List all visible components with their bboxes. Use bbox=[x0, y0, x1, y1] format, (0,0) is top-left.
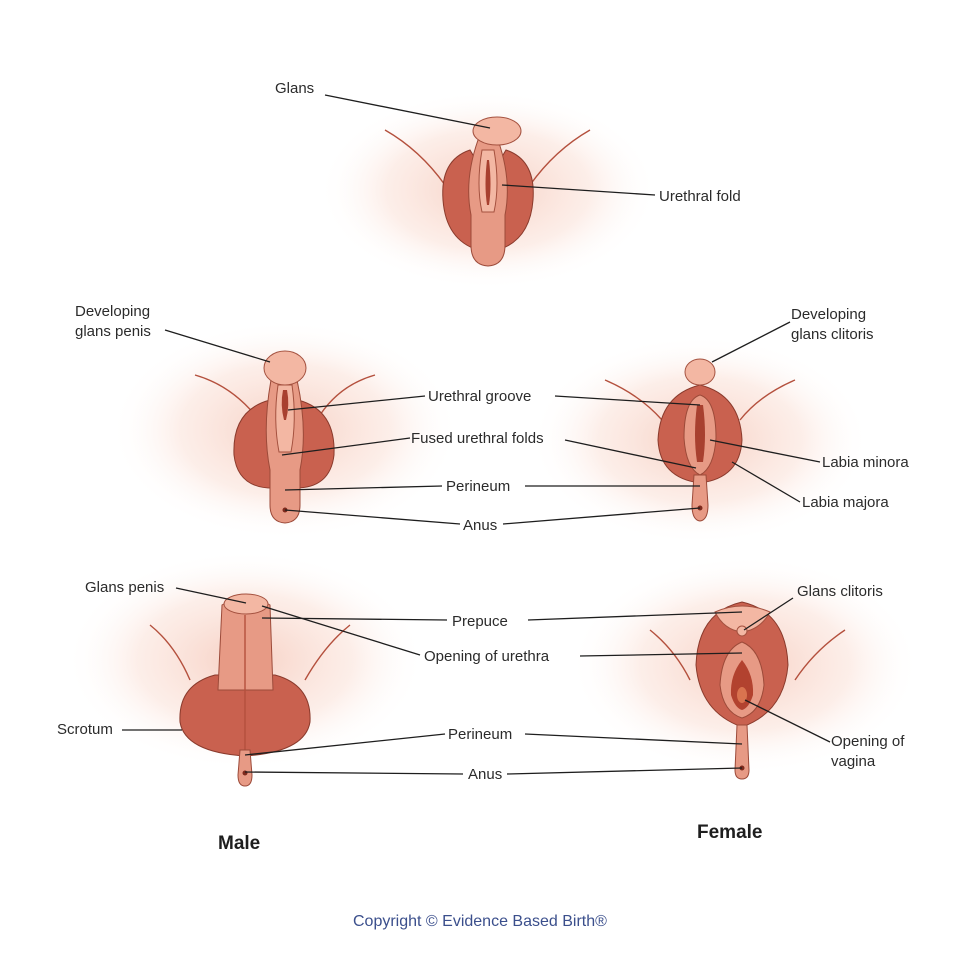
thigh-crease-left bbox=[384, 129, 446, 186]
label-developing-glans-penis-2: glans penis bbox=[75, 323, 151, 340]
thigh-crease-left bbox=[604, 379, 663, 421]
leader-glans-penis bbox=[175, 587, 247, 604]
thigh-crease-left bbox=[149, 624, 191, 681]
copyright-text: Copyright © Evidence Based Birth® bbox=[353, 913, 607, 930]
leader-lines bbox=[122, 94, 831, 775]
leader-urethral-groove-right bbox=[554, 395, 701, 406]
label-opening-of-vagina-1: Opening of bbox=[831, 733, 905, 750]
thigh-crease-right bbox=[794, 629, 846, 681]
glans-shape bbox=[472, 116, 522, 146]
leader-glans bbox=[324, 94, 491, 129]
thigh-crease-left bbox=[649, 629, 691, 681]
leader-perineum-mid-left bbox=[284, 485, 443, 491]
label-glans: Glans bbox=[275, 80, 314, 97]
thigh-crease-right bbox=[319, 374, 376, 416]
glans-clitoris-shape bbox=[736, 625, 748, 637]
label-labia-minora: Labia minora bbox=[822, 454, 909, 471]
leader-prepuce-right bbox=[527, 611, 743, 621]
label-labia-majora: Labia majora bbox=[802, 494, 889, 511]
label-glans-penis: Glans penis bbox=[85, 579, 164, 596]
leader-anus-bottom-left bbox=[244, 771, 464, 775]
leader-perineum-bottom-left bbox=[244, 733, 446, 756]
leader-labia-minora bbox=[709, 439, 821, 463]
labels: Glans Urethral fold Developing glans pen… bbox=[57, 80, 909, 783]
indifferent-stage-illustration bbox=[318, 90, 658, 290]
anus-dot bbox=[242, 770, 248, 776]
leader-developing-glans-penis bbox=[164, 329, 271, 363]
label-anus-mid: Anus bbox=[463, 517, 497, 534]
developing-glans-penis-shape bbox=[263, 350, 307, 386]
label-fused-urethral-folds: Fused urethral folds bbox=[411, 430, 544, 447]
thigh-crease-right bbox=[529, 129, 591, 186]
urethral-slit bbox=[281, 390, 289, 420]
leader-fused-folds-left bbox=[281, 437, 411, 456]
developing-male-illustration bbox=[110, 320, 460, 540]
label-opening-of-urethra: Opening of urethra bbox=[424, 648, 550, 665]
leader-fused-folds-right bbox=[564, 439, 697, 469]
male-illustration bbox=[65, 550, 425, 787]
label-prepuce: Prepuce bbox=[452, 613, 508, 630]
leader-urethral-groove-left bbox=[287, 395, 426, 411]
perineum-stalk bbox=[237, 749, 253, 787]
label-urethral-fold: Urethral fold bbox=[659, 188, 741, 205]
leader-anus-mid-right bbox=[502, 507, 701, 525]
label-perineum-mid: Perineum bbox=[446, 478, 510, 495]
thigh-crease-right bbox=[304, 624, 351, 681]
label-developing-glans-clitoris-2: glans clitoris bbox=[791, 326, 874, 343]
caption-male: Male bbox=[218, 833, 260, 854]
perineum-stalk bbox=[734, 724, 750, 780]
caption-female: Female bbox=[697, 822, 762, 843]
perineum-stalk bbox=[691, 474, 709, 522]
developing-glans-clitoris-shape bbox=[684, 358, 716, 386]
label-developing-glans-clitoris-1: Developing bbox=[791, 306, 866, 323]
urethral-slit bbox=[485, 160, 491, 205]
developing-female-illustration bbox=[530, 335, 870, 545]
leader-prepuce-left bbox=[261, 617, 448, 621]
label-urethral-groove: Urethral groove bbox=[428, 388, 531, 405]
urethral-groove-slit bbox=[695, 405, 705, 462]
leader-urethral-fold bbox=[501, 184, 656, 196]
leader-developing-glans-clitoris bbox=[711, 321, 791, 363]
leader-glans-clitoris bbox=[743, 597, 794, 631]
label-perineum-bottom: Perineum bbox=[448, 726, 512, 743]
label-glans-clitoris: Glans clitoris bbox=[797, 583, 883, 600]
female-illustration bbox=[570, 555, 920, 780]
glans-penis-shape bbox=[223, 593, 269, 615]
leader-anus-mid-left bbox=[284, 509, 461, 525]
thigh-crease-right bbox=[739, 379, 796, 421]
leader-opening-urethra-right bbox=[579, 652, 743, 657]
label-scrotum: Scrotum bbox=[57, 721, 113, 738]
label-anus-bottom: Anus bbox=[468, 766, 502, 783]
leader-labia-majora bbox=[731, 461, 801, 503]
label-developing-glans-penis-1: Developing bbox=[75, 303, 150, 320]
leader-perineum-bottom-right bbox=[524, 733, 743, 745]
leader-anus-bottom-right bbox=[506, 767, 743, 775]
leader-opening-urethra-left bbox=[261, 605, 421, 656]
label-opening-of-vagina-2: vagina bbox=[831, 753, 876, 770]
leader-opening-vagina bbox=[744, 699, 831, 743]
vaginal-opening-core bbox=[737, 687, 747, 703]
vaginal-opening-shape bbox=[730, 660, 754, 710]
